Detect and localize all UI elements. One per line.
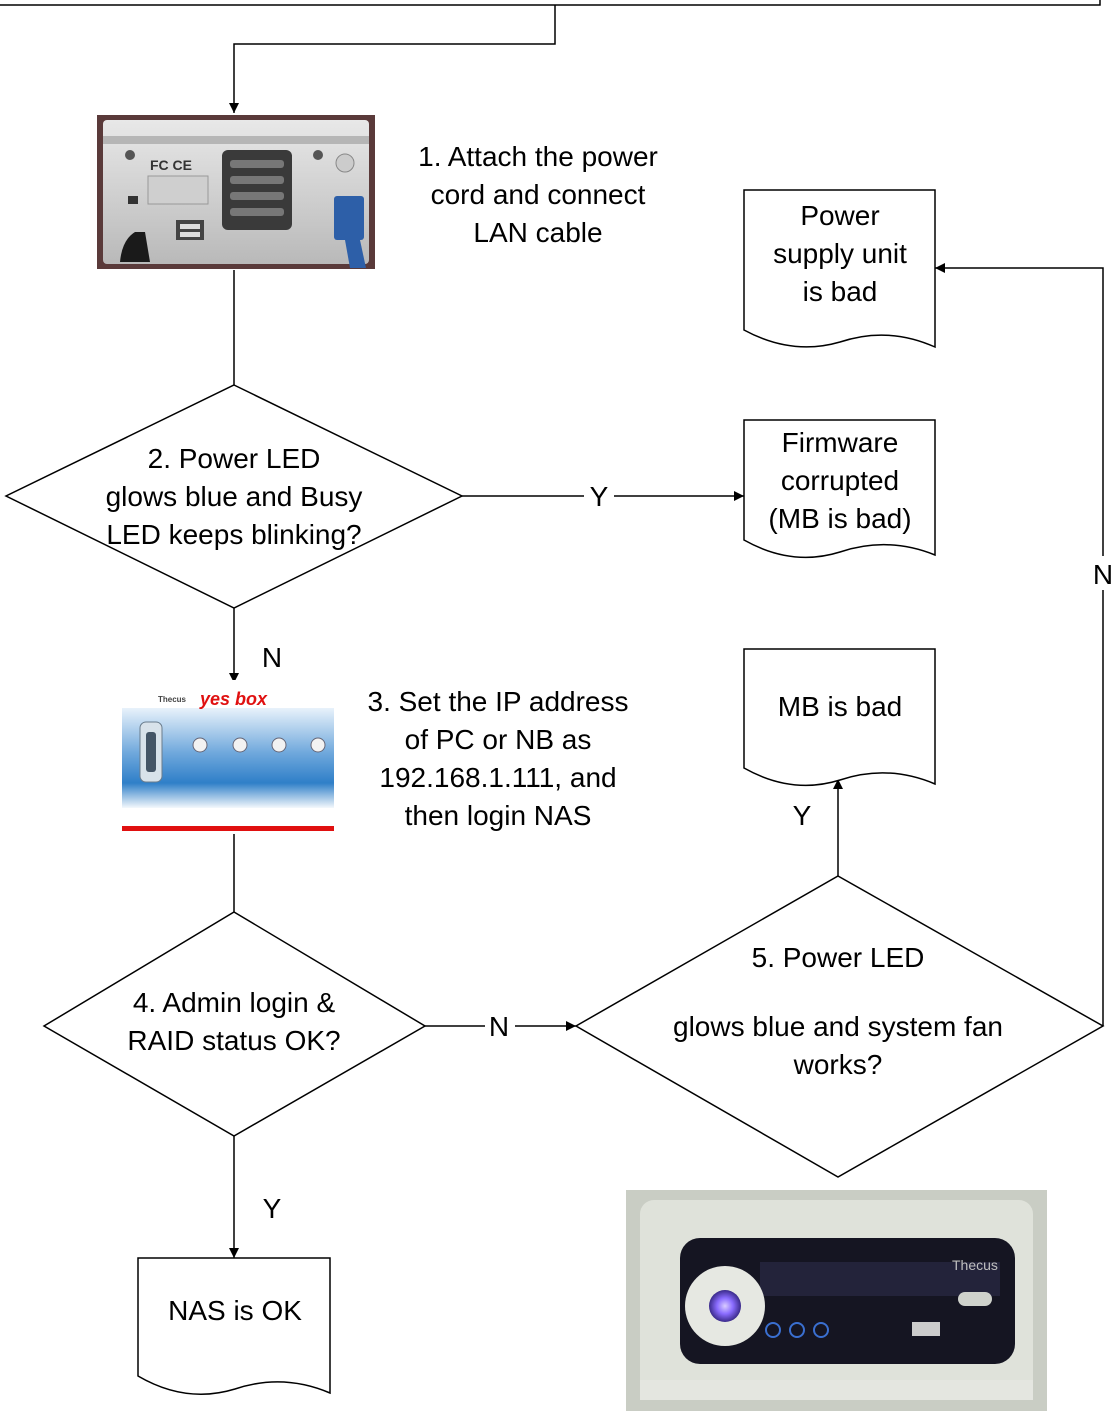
svg-text:1. Attach the power: 1. Attach the power [418, 141, 658, 172]
result-psu-document [743, 189, 936, 349]
svg-text:LED keeps blinking?: LED keeps blinking? [106, 519, 361, 550]
svg-text:of PC or NB as: of PC or NB as [405, 724, 592, 755]
svg-text:supply unit: supply unit [773, 238, 907, 269]
result-psu-text: Power supply unit is bad [773, 200, 907, 307]
svg-text:(MB is bad): (MB is bad) [768, 503, 911, 534]
label-d4-no: N [489, 1011, 509, 1042]
nas-front-panel-photo: Thecus [626, 1190, 1047, 1411]
svg-text:RAID status OK?: RAID status OK? [127, 1025, 340, 1056]
svg-text:2. Power LED: 2. Power LED [148, 443, 321, 474]
edge-labels: Y N N Y Y N [262, 478, 1115, 1224]
label-d4-yes: Y [263, 1193, 282, 1224]
result-mb-text: MB is bad [778, 691, 903, 722]
nas-back-panel-photo: FC CE [97, 115, 375, 269]
svg-text:Thecus: Thecus [952, 1257, 998, 1273]
svg-text:Firmware: Firmware [782, 427, 899, 458]
svg-text:yes box: yes box [199, 689, 268, 709]
decision-2-text: 2. Power LED glows blue and Busy LED kee… [106, 443, 363, 550]
svg-text:corrupted: corrupted [781, 465, 899, 496]
top-box-fragment [0, 0, 1101, 6]
result-firmware-text: Firmware corrupted (MB is bad) [768, 427, 911, 534]
svg-text:then login NAS: then login NAS [405, 800, 592, 831]
result-nas-ok-document [137, 1257, 331, 1395]
svg-text:3. Set the IP address: 3. Set the IP address [368, 686, 629, 717]
decision-5-text: 5. Power LED glows blue and system fan w… [673, 942, 1003, 1080]
label-d2-no: N [262, 642, 282, 673]
svg-text:is bad: is bad [803, 276, 878, 307]
svg-text:LAN cable: LAN cable [473, 217, 602, 248]
result-firmware-document [743, 419, 936, 559]
svg-text:works?: works? [793, 1049, 883, 1080]
result-mb-document [743, 648, 936, 787]
decision-5-diamond [574, 875, 1105, 1178]
svg-text:cord and connect: cord and connect [431, 179, 646, 210]
arrow-top-to-step1 [229, 5, 556, 113]
svg-text:5. Power LED: 5. Power LED [752, 942, 925, 973]
arrow-decision5-no [935, 263, 1104, 1026]
label-d5-yes: Y [793, 800, 812, 831]
svg-text:glows blue and Busy: glows blue and Busy [106, 481, 363, 512]
label-d2-yes: Y [590, 481, 609, 512]
svg-text:4. Admin login &: 4. Admin login & [133, 987, 336, 1018]
result-nas-ok-text: NAS is OK [168, 1295, 302, 1326]
label-d5-no: N [1093, 559, 1113, 590]
decision-4-text: 4. Admin login & RAID status OK? [127, 987, 340, 1056]
decision-2-diamond [4, 384, 464, 609]
svg-text:Thecus: Thecus [158, 695, 187, 704]
step-3-text: 3. Set the IP address of PC or NB as 192… [368, 686, 629, 831]
web-ui-screenshot-photo: Thecus yes box [122, 680, 334, 834]
svg-text:glows blue and system fan: glows blue and system fan [673, 1011, 1003, 1042]
svg-text:FC CE: FC CE [150, 157, 192, 173]
decision-4-diamond [42, 911, 427, 1137]
svg-text:192.168.1.111, and: 192.168.1.111, and [379, 762, 616, 793]
svg-text:Power: Power [800, 200, 879, 231]
step-1-text: 1. Attach the power cord and connect LAN… [418, 141, 658, 248]
